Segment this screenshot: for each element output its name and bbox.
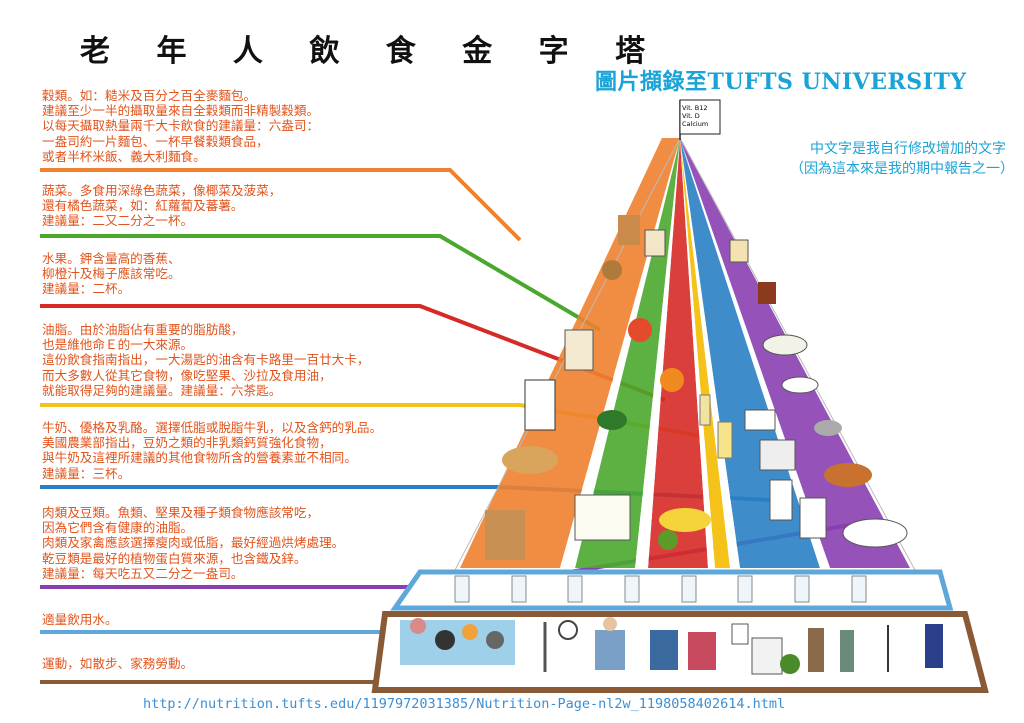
section-vegetables: 蔬菜。多食用深綠色蔬菜，像椰菜及菠菜， 還有橘色蔬菜，如：紅蘿蔔及蕃薯。 建議量… — [42, 183, 281, 229]
water-line: 適量飲用水。 — [42, 612, 118, 627]
oils-line: 而大多數人從其它食物，像吃堅果、沙拉及食用油， — [42, 367, 332, 383]
pyramid-bands — [454, 136, 916, 571]
section-grains: 穀類。如：糙米及百分之百全麥麵包。 建議至少一半的攝取量來自全穀類而非精製穀類。… — [42, 88, 319, 164]
section-protein: 肉類及豆類。魚類、堅果及種子類食物應該常吃， 因為它們含有健康的油脂。 肉類及家… — [42, 505, 344, 581]
water-glasses — [454, 575, 867, 603]
oils-line: 這份飲食指南指出，一大湯匙的油含有卡路里一百廿大卡， — [42, 352, 370, 368]
dairy-line: 建議量：三杯。 — [42, 465, 131, 481]
protein-line: 肉類及家禽應該選擇瘦肉或低脂，最好經過烘烤處理。 — [42, 535, 345, 551]
grains-line: 一盎司約一片麵包、一杯早餐穀類食品， — [42, 133, 269, 149]
fruits-line: 柳橙汁及梅子應該常吃。 — [42, 266, 181, 282]
author-note-2: （因為這本來是我的期中報告之一） — [790, 161, 1014, 177]
section-exercise: 運動，如散步、家務勞動。 — [42, 656, 193, 671]
grains-line: 穀類。如：糙米及百分之百全麥麵包。 — [42, 88, 257, 103]
section-fruits: 水果。鉀含量高的香蕉、 柳橙汁及梅子應該常吃。 建議量：二杯。 — [42, 251, 181, 297]
flag-line-vit-d: Vit. D — [682, 112, 700, 120]
fruits-line: 建議量：二杯。 — [42, 281, 131, 297]
protein-line: 因為它們含有健康的油脂。 — [42, 520, 194, 536]
section-oils: 油脂。由於油脂佔有重要的脂肪酸， 也是維他命Ｅ的一大來源。 這份飲食指南指出，一… — [42, 322, 369, 398]
image-credit: 圖片擷錄至TUFTS UNIVERSITY — [595, 69, 967, 95]
dairy-line: 美國農業部指出，豆奶之類的非乳類鈣質強化食物， — [42, 435, 332, 451]
section-water: 適量飲用水。 — [42, 612, 118, 627]
section-dairy: 牛奶、優格及乳酪。選擇低脂或脫脂牛乳，以及含鈣的乳品。 美國農業部指出，豆奶之類… — [42, 420, 382, 481]
exercise-line: 運動，如散步、家務勞動。 — [42, 656, 194, 671]
water-tier — [390, 569, 954, 611]
food-illustrations — [485, 215, 908, 560]
source-url-link[interactable]: http://nutrition.tufts.edu/1197972031385… — [143, 696, 786, 712]
grains-line: 以每天攝取熱量兩千大卡飲食的建議量：六盎司： — [42, 118, 320, 134]
oils-line: 油脂。由於油脂佔有重要的脂肪酸， — [42, 322, 244, 337]
vegetables-line: 還有橘色蔬菜，如：紅蘿蔔及蕃薯。 — [42, 198, 244, 214]
oils-line: 也是維他命Ｅ的一大來源。 — [42, 337, 194, 353]
dairy-line: 與牛奶及這裡所建議的其他食物所含的營養素並不相同。 — [42, 450, 357, 466]
grains-line: 建議至少一半的攝取量來自全穀類而非精製穀類。 — [42, 103, 320, 119]
flag-line-calcium: Calcium — [682, 120, 709, 128]
pyramid-flag — [679, 99, 721, 135]
vegetables-line: 建議量：二又二分之一杯。 — [42, 213, 194, 229]
grains-line: 或者半杯米飯、義大利麵食。 — [42, 148, 206, 164]
connector-grains — [40, 168, 522, 242]
page-title: 老 年 人 飲 食 金 字 塔 — [80, 34, 664, 69]
protein-line: 肉類及豆類。魚類、堅果及種子類食物應該常吃， — [42, 505, 320, 520]
exercise-tier — [371, 611, 989, 693]
protein-line: 建議量：每天吃五又二分之一盎司。 — [42, 565, 244, 581]
flag-line-vit-b12: Vit. B12 — [682, 104, 708, 112]
connector-vegetables — [40, 234, 602, 332]
protein-line: 乾豆類是最好的植物蛋白質來源，也含鐵及鋅。 — [42, 550, 307, 566]
vegetables-line: 蔬菜。多食用深綠色蔬菜，像椰菜及菠菜， — [42, 183, 282, 198]
dairy-line: 牛奶、優格及乳酪。選擇低脂或脫脂牛乳，以及含鈣的乳品。 — [42, 420, 383, 435]
author-note-1: 中文字是我自行修改增加的文字 — [810, 141, 1006, 157]
fruits-line: 水果。鉀含量高的香蕉、 — [42, 251, 181, 266]
exercise-illustrations — [400, 617, 943, 675]
pyramid-flag-label: Vit. B12 Vit. D Calcium — [682, 104, 718, 128]
oils-line: 就能取得足夠的建議量。建議量：六茶匙。 — [42, 382, 282, 398]
